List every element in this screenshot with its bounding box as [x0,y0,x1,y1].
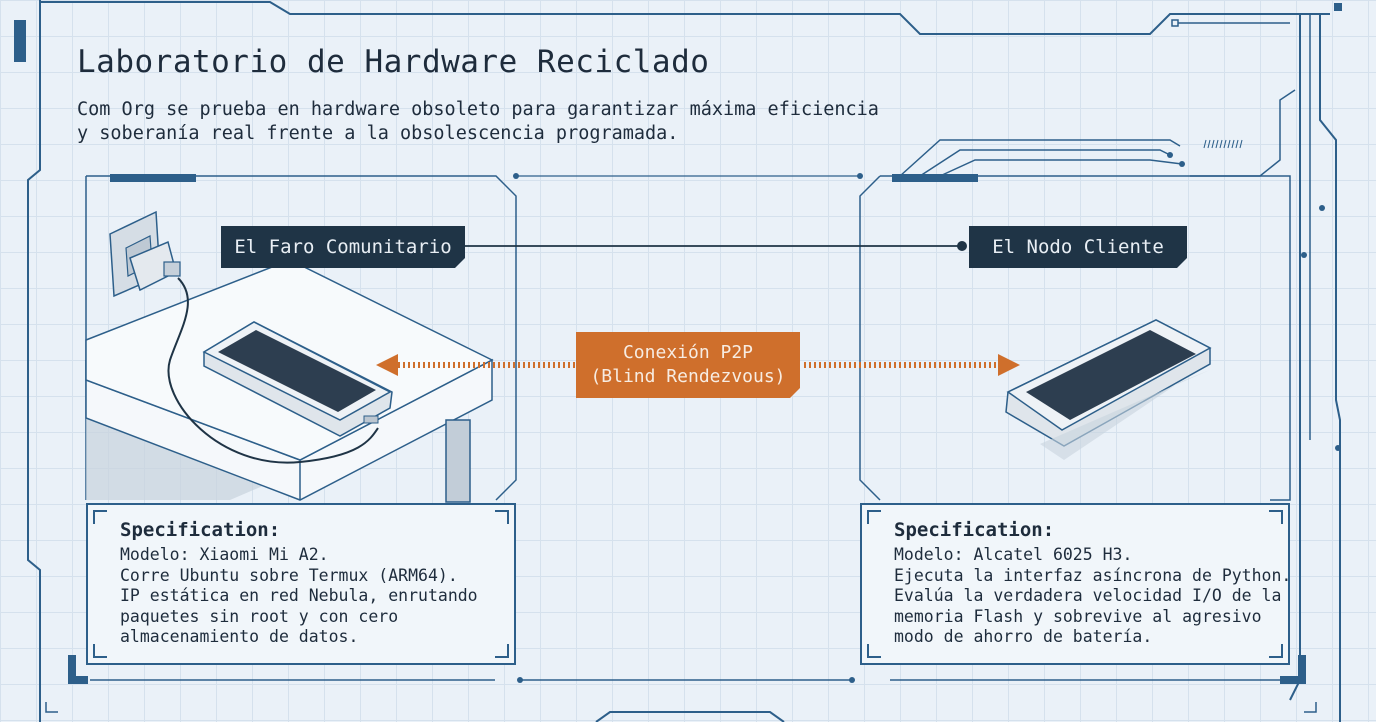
frame-corner-tab [14,20,26,62]
corner-bracket [93,644,107,658]
circuit-trace [1190,89,1296,177]
spec-line: memoria Flash y sobrevive al agresivo [894,606,1262,626]
left-spec-box: Specification: Modelo: Xiaomi Mi A2. Cor… [86,503,516,665]
right-panel-frame [880,175,1291,501]
right-spec-box: Specification: Modelo: Alcatel 6025 H3. … [860,503,1292,665]
p2p-label-line: (Blind Rendezvous) [590,366,786,387]
charging-cable [167,277,379,464]
spec-line: almacenamiento de datos. [120,627,359,646]
p2p-arrow-left-head [376,354,398,376]
spec-line: modo de ahorro de batería. [894,627,1153,646]
circuit-trace [899,139,1181,177]
label-connector-dot [957,241,967,251]
circuit-node [1171,19,1179,27]
charger-icon [129,240,181,292]
spec-line: Ejecuta la interfaz asíncrona de Python. [894,565,1292,585]
frame-corner-tab [68,655,76,683]
spec-line: Corre Ubuntu sobre Termux (ARM64). [120,565,458,585]
circuit-node [857,173,863,179]
bottom-corner [45,702,58,713]
table-leg [445,419,471,503]
subtitle-line: y soberanía real frente a la obsolescenc… [77,123,679,144]
circuit-node [1301,252,1307,258]
circuit-node [1179,161,1185,167]
circuit-node [1319,205,1325,211]
circuit-node [1334,3,1342,11]
subtitle-line: Com Org se prueba en hardware obsoleto p… [77,99,879,120]
corner-bracket [1269,644,1283,658]
panel-tab [110,174,196,182]
corner-bracket [867,510,881,524]
spec-line: paquetes sin root y con cero [120,606,399,626]
corner-bracket [1269,510,1283,524]
corner-bracket [495,510,509,524]
left-panel-frame [86,175,517,501]
right-node-label: El Nodo Cliente [969,226,1187,268]
spec-line: Evalúa la verdadera velocidad I/O de la [894,586,1282,605]
bottom-trace [595,711,785,722]
spec-line: IP estática en red Nebula, enrutando [120,586,478,605]
corner-bracket [867,644,881,658]
circuit-node [1335,445,1341,451]
frame-corner-tab [1298,655,1306,683]
circuit-node [1167,152,1173,158]
right-panel-frame [859,175,881,501]
right-circuit [1319,14,1341,722]
page-title: Laboratorio de Hardware Reciclado [77,44,710,80]
outer-frame-top [40,1,1330,35]
page-subtitle: Com Org se prueba en hardware obsoleto p… [77,98,907,146]
outer-frame [27,0,41,722]
spec-heading: Specification: [894,519,1055,541]
p2p-arrow-right-head [998,354,1020,376]
left-phone-icon [202,321,393,437]
circuit-trace [919,149,1173,177]
left-node-label: El Faro Comunitario [221,226,465,268]
p2p-label-line: Conexión P2P [622,342,754,363]
decorative-hatch-icon [1203,139,1243,149]
circuit-node [513,173,519,179]
circuit-node [849,677,855,683]
corner-bracket [93,510,107,524]
corner-bracket [495,644,509,658]
frame-corner-tab [68,676,88,684]
panel-tab [892,174,978,182]
right-phone-icon [1005,319,1212,460]
frame-corner-tab [1280,676,1306,684]
spec-line: Modelo: Alcatel 6025 H3. [894,545,1133,564]
spec-heading: Specification: [120,519,281,541]
circuit-trace [939,159,1183,177]
spec-line: Modelo: Xiaomi Mi A2. [120,545,329,564]
right-circuit [1289,14,1301,701]
bottom-corner [1304,702,1317,713]
circuit-node [517,677,523,683]
p2p-connection-label: Conexión P2P (Blind Rendezvous) [576,332,800,398]
